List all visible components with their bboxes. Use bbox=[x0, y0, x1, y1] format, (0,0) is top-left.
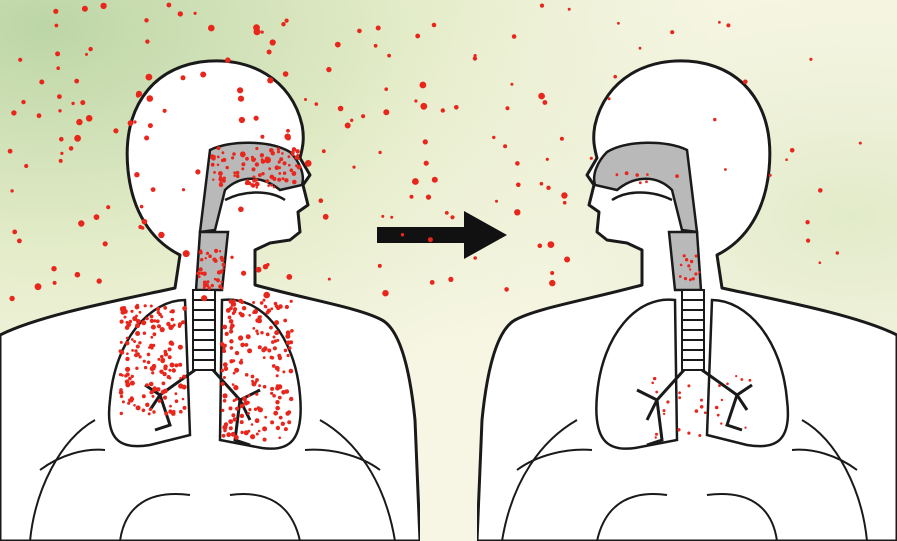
human-figure-before bbox=[0, 0, 420, 541]
trachea bbox=[193, 290, 215, 370]
human-figure-after bbox=[477, 0, 897, 541]
trachea bbox=[682, 290, 704, 370]
